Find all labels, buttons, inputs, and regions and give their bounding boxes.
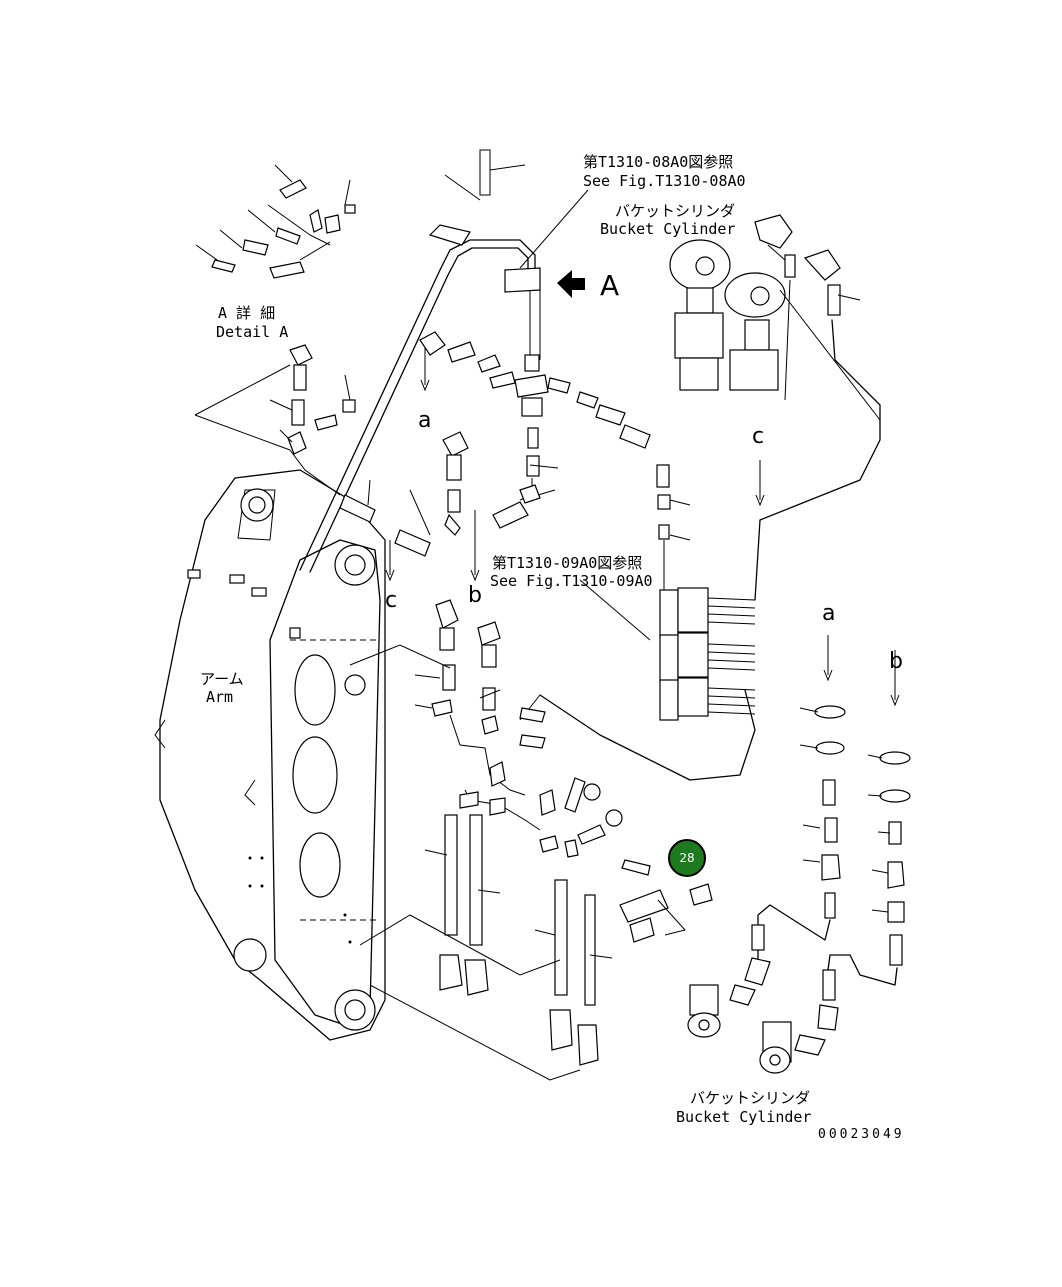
ref-mid-en: See Fig.T1310-09A0: [490, 572, 653, 590]
valve-bank: [659, 587, 756, 721]
lower-assembly: [349, 599, 713, 1081]
letter-a-top: a: [418, 408, 431, 433]
ref-top-jp: 第T1310-08A0図参照: [583, 153, 733, 171]
arm-body: [154, 469, 386, 1041]
detail-a-en: Detail A: [216, 323, 288, 341]
bucket-bottom-en: Bucket Cylinder: [676, 1108, 811, 1126]
letter-c-top: c: [752, 424, 764, 449]
leader-lines: [269, 189, 891, 959]
right-side-lines: [519, 319, 881, 781]
bottom-right-assembly: [687, 635, 911, 1074]
letter-b-mid: b: [468, 583, 482, 608]
callout-28[interactable]: 28: [668, 839, 706, 877]
text-labels: 第T1310-08A0図参照 See Fig.T1310-08A0 バケットシリ…: [200, 153, 905, 1142]
letter-c-mid: c: [385, 588, 397, 613]
view-a-label: A: [600, 269, 619, 302]
detail-a-parts: [195, 164, 356, 279]
bucket-cylinder-top: [669, 214, 881, 421]
top-pipe-assembly: [299, 149, 585, 573]
ref-top-en: See Fig.T1310-08A0: [583, 172, 746, 190]
arm-en: Arm: [206, 688, 233, 706]
ref-mid-jp: 第T1310-09A0図参照: [492, 554, 642, 572]
bucket-top-en: Bucket Cylinder: [600, 220, 735, 238]
callout-number: 28: [679, 851, 694, 865]
letter-b-right: b: [889, 649, 903, 674]
arm-jp: アーム: [200, 670, 244, 688]
bucket-bottom-jp: バケットシリンダ: [690, 1089, 810, 1107]
detail-a-jp: A 詳 細: [218, 304, 275, 322]
center-fittings: [194, 331, 651, 582]
letter-a-right: a: [822, 601, 835, 626]
drawing-number: 00023049: [818, 1127, 905, 1142]
bucket-top-jp: バケットシリンダ: [615, 202, 735, 220]
